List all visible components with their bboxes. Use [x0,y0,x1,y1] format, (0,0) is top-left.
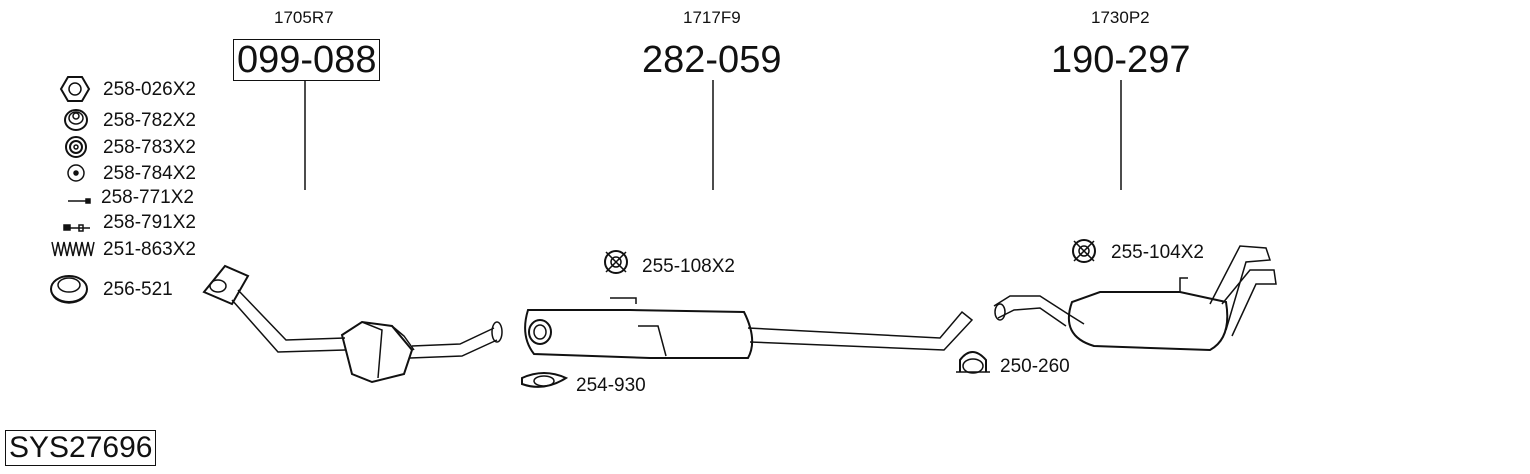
rubber-mount-icon [604,250,628,274]
part-ref-rear: 1730P2 [1091,8,1150,27]
front-pipe-drawing [202,264,503,384]
part-ref-front: 1705R7 [274,8,334,27]
stud-bolt-icon [63,224,90,232]
fitting-label-clamp-rear[interactable]: 250-260 [1000,356,1070,377]
rear-silencer-drawing [993,245,1277,352]
flat-washer-icon [67,164,85,182]
accessory-label-ring-washer[interactable]: 258-783X2 [103,137,196,158]
accessory-label-gasket[interactable]: 256-521 [103,279,173,300]
coil-spring-icon [51,241,95,257]
fitting-label-mount-middle[interactable]: 255-108X2 [642,256,735,277]
conical-spring-washer-icon [64,109,88,131]
accessory-label-spring[interactable]: 251-863X2 [103,239,196,260]
part-number-front-pipe[interactable]: 099-088 [233,39,381,81]
part-number-middle-silencer[interactable]: 282-059 [642,39,782,81]
fitting-label-clamp-middle[interactable]: 254-930 [576,375,646,396]
accessory-label-stud-bolt[interactable]: 258-791X2 [103,212,196,233]
accessory-label-flat-washer[interactable]: 258-784X2 [103,163,196,184]
rubber-mount-icon [1072,239,1096,263]
part-ref-middle: 1717F9 [683,8,741,27]
accessory-label-bolt[interactable]: 258-771X2 [101,187,194,208]
middle-silencer-drawing [524,297,974,359]
fitting-label-mount-rear[interactable]: 255-104X2 [1111,242,1204,263]
pipe-clamp-icon [521,372,569,388]
u-clamp-icon [956,351,990,374]
accessory-label-nut[interactable]: 258-026X2 [103,79,196,100]
system-id-label: SYS27696 [5,430,157,466]
bolt-icon [68,198,91,204]
hex-nut-icon [59,76,91,102]
gasket-ring-icon [50,275,88,304]
ring-washer-icon [65,136,87,158]
accessory-label-spring-washer[interactable]: 258-782X2 [103,110,196,131]
part-number-rear-silencer[interactable]: 190-297 [1051,39,1191,81]
